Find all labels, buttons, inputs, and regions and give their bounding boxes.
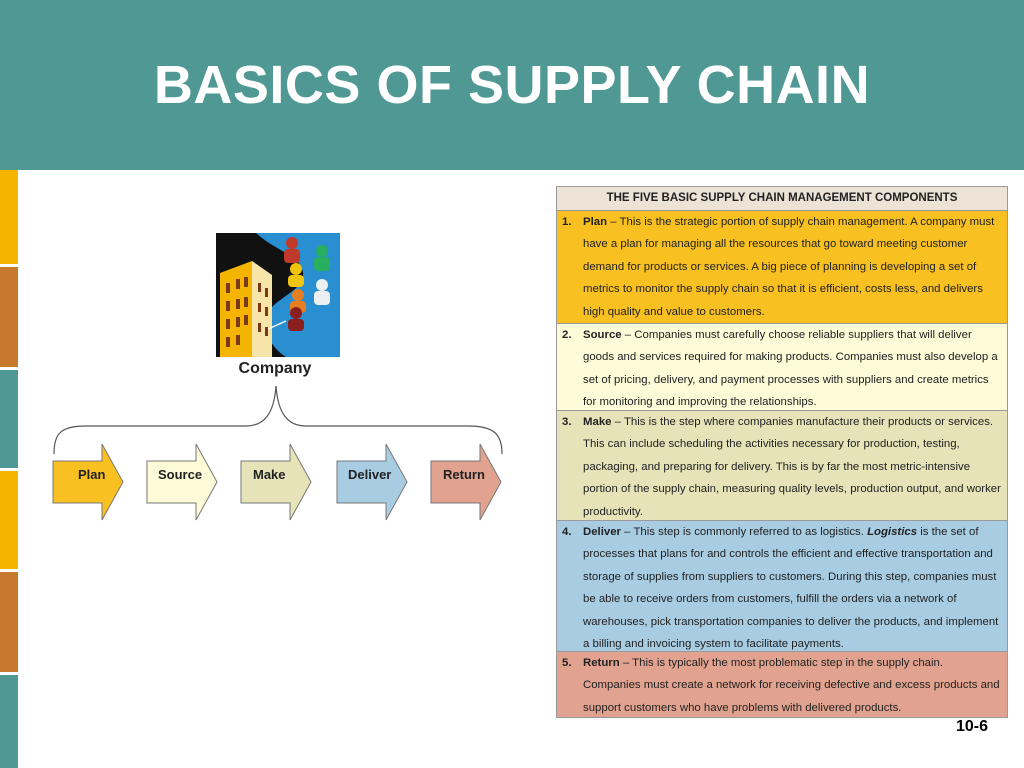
side-block [0,471,18,569]
table-row-deliver: 4. Deliver – This step is commonly refer… [557,521,1007,652]
arrow-label-return: Return [443,467,485,482]
row-number: 1. [562,216,572,228]
side-block [0,170,18,264]
side-block [0,675,18,768]
row-term: Deliver [583,526,621,538]
row-emphasis: Logistics [867,526,918,538]
arrow-label-make: Make [253,467,286,482]
table-row-source: 2. Source – Companies must carefully cho… [557,324,1007,411]
side-decoration-strip [0,170,18,768]
slide-number: 10-6 [955,718,988,735]
arrow-return [430,443,502,521]
row-term: Make [583,416,612,428]
components-table: THE FIVE BASIC SUPPLY CHAIN MANAGEMENT C… [556,186,1008,718]
row-term: Source [583,329,622,341]
table-row-plan: 1. Plan – This is the strategic portion … [557,211,1007,324]
arrow-make [240,443,312,521]
table-title: THE FIVE BASIC SUPPLY CHAIN MANAGEMENT C… [557,187,1007,211]
side-block [0,572,18,672]
title-bar [0,0,1024,170]
arrow-label-plan: Plan [78,467,106,482]
arrow-source [146,443,218,521]
row-text: This step is commonly referred to as log… [633,526,868,538]
row-text: is the set of processes that plans for a… [583,526,999,651]
row-number: 4. [562,526,572,538]
arrow-deliver [336,443,408,521]
company-label: Company [238,360,312,377]
row-number: 5. [562,657,572,669]
table-row-make: 3. Make – This is the step where compani… [557,411,1007,521]
row-text: This is the strategic portion of supply … [583,216,995,318]
arrow-plan [52,443,124,521]
row-number: 2. [562,329,572,341]
row-term: Return [583,657,620,669]
row-text: This is typically the most problematic s… [583,657,1000,714]
row-text: Companies must carefully choose reliable… [583,329,998,409]
side-block [0,267,18,367]
curly-brace [53,385,503,455]
row-term: Plan [583,216,608,228]
arrow-label-source: Source [158,467,203,482]
row-number: 3. [562,416,572,428]
side-block [0,370,18,468]
arrow-label-deliver: Deliver [348,467,392,482]
row-text: This is the step where companies manufac… [583,416,1001,518]
slide-title: BASICS OF SUPPLY CHAIN [153,55,871,115]
company-building-icon [216,233,340,357]
table-row-return: 5. Return – This is typically the most p… [557,652,1007,717]
